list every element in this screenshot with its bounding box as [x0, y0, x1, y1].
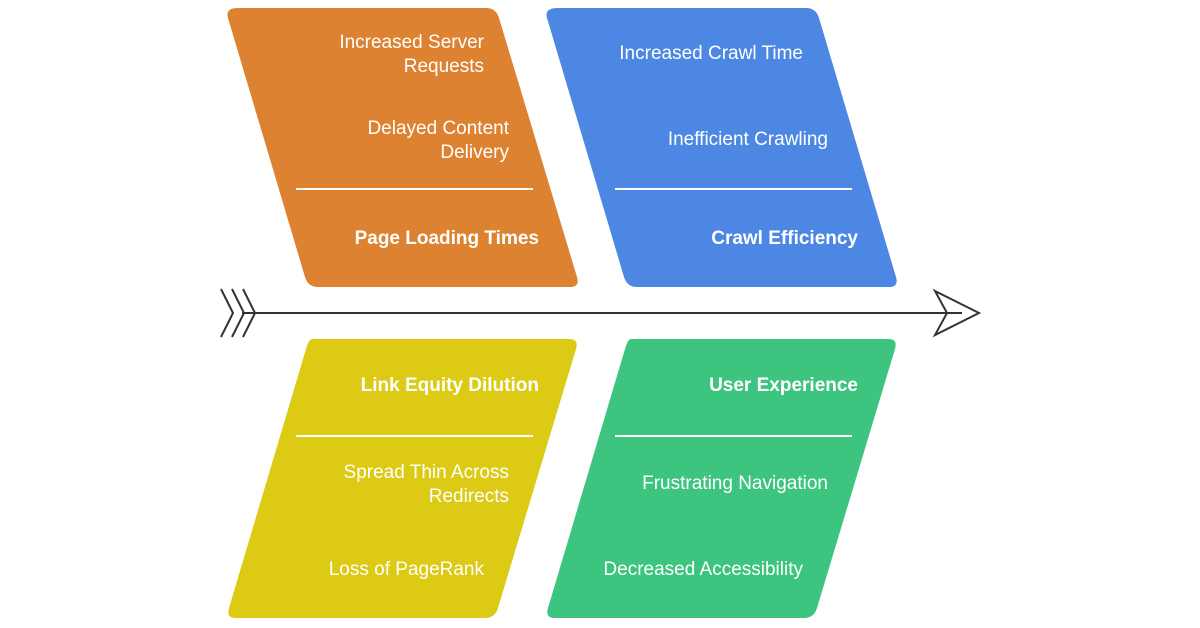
cause-spread-thin-across-redirects: Spread Thin Across Redirects: [319, 461, 509, 509]
cause-decreased-accessibility: Decreased Accessibility: [603, 559, 803, 580]
arrow-head: [932, 288, 982, 338]
cause-text: Increased Server Requests: [339, 32, 484, 77]
cause-increased-server-requests: Increased Server Requests: [324, 31, 484, 79]
tail-chevron-2: [231, 288, 246, 338]
cause-loss-of-pagerank: Loss of PageRank: [328, 559, 484, 580]
cause-increased-crawl-time: Increased Crawl Time: [619, 43, 803, 64]
category-title-link-equity: Link Equity Dilution: [360, 375, 539, 396]
category-box-user-experience: [547, 339, 896, 618]
cause-inefficient-crawling: Inefficient Crawling: [667, 129, 828, 150]
tail-chevron-3: [242, 288, 257, 338]
spine-arrow: [220, 288, 982, 338]
cause-frustrating-navigation: Frustrating Navigation: [642, 473, 828, 494]
cause-text: Delayed Content Delivery: [367, 118, 509, 163]
category-title-page-loading: Page Loading Times: [354, 228, 539, 249]
cause-text: Spread Thin Across Redirects: [343, 462, 509, 507]
cause-delayed-content-delivery: Delayed Content Delivery: [349, 117, 509, 165]
category-box-link-equity: [228, 339, 577, 618]
category-box-page-loading: [227, 8, 578, 287]
category-title-user-experience: User Experience: [709, 375, 858, 396]
tail-chevron-1: [220, 288, 235, 338]
category-box-crawl-efficiency: [546, 8, 897, 287]
category-title-crawl-efficiency: Crawl Efficiency: [711, 228, 858, 249]
